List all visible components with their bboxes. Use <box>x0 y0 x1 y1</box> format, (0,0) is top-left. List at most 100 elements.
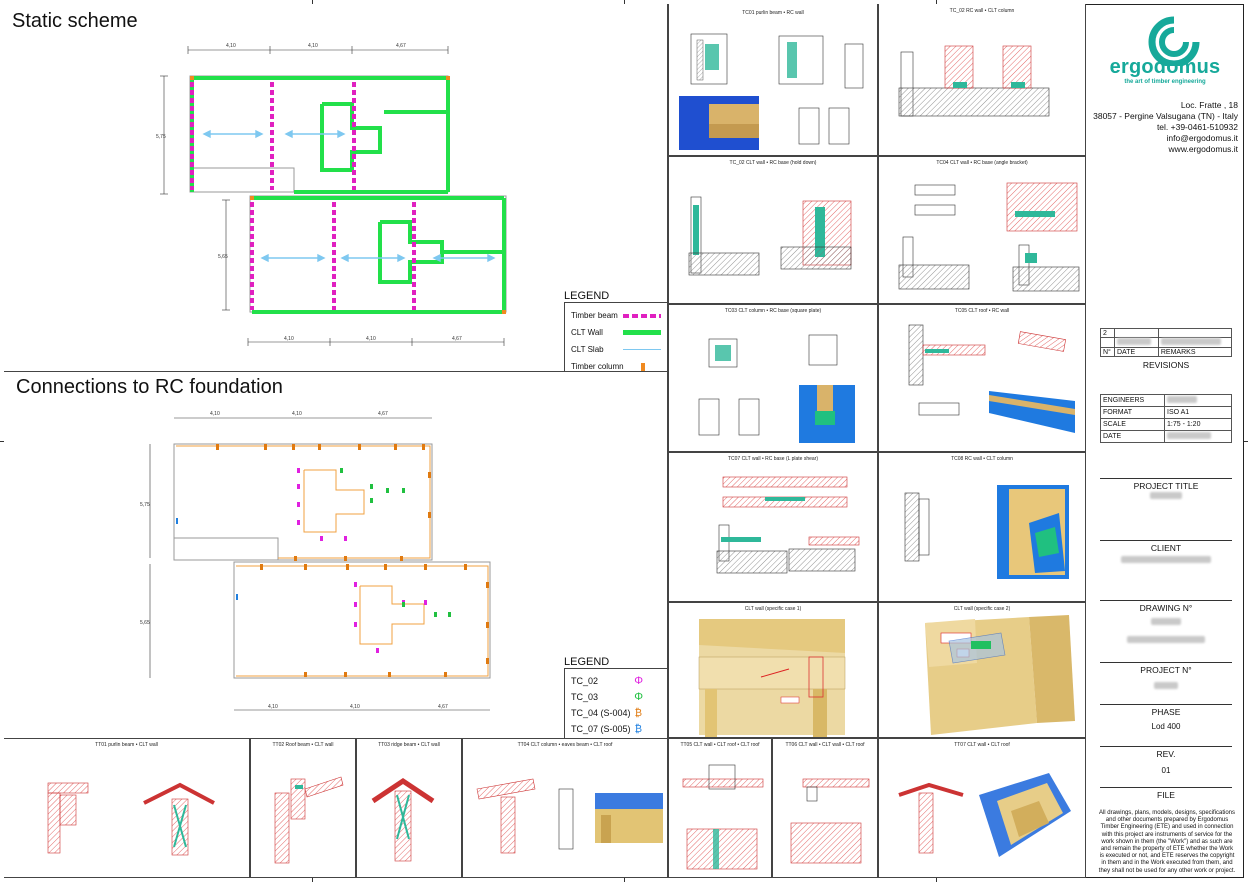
revisions-heading: REVISIONS <box>1142 360 1190 370</box>
conn-dim-bottom-1: 4,10 <box>268 704 278 710</box>
revision-date-blurred <box>1117 338 1151 345</box>
border-tick <box>624 0 625 4</box>
legend-box: Timber beam CLT Wall CLT Slab Timber col… <box>564 302 667 371</box>
project-number-value <box>1100 682 1232 691</box>
legend-item-timber-column: Timber column <box>571 358 661 371</box>
engineers-blurred <box>1167 396 1197 403</box>
static-scheme-legend: LEGEND Timber beam CLT Wall CLT Slab Tim… <box>564 290 667 371</box>
panel-tt04-drawing <box>476 778 663 854</box>
panel-tt02-drawing <box>274 776 344 864</box>
panel-tc07-drawing <box>716 476 860 574</box>
legend-item-clt-slab: CLT Slab <box>571 341 661 358</box>
drawing-number-label: DRAWING N° <box>1100 600 1232 613</box>
dim-left-1: 5,75 <box>156 134 166 140</box>
border-tick <box>936 878 937 882</box>
panel-tt07-drawing <box>898 773 1071 857</box>
panel-tc08-drawing <box>904 485 1069 579</box>
tc04-symbol-icon: ₿ <box>634 707 642 719</box>
rev-label: REV. <box>1100 746 1232 759</box>
clt-slab-arrow-icon <box>623 348 661 351</box>
title-block: ergodomus the art of timber engineering … <box>1085 4 1244 878</box>
panel-tt01: TT01 purlin beam • CLT wall <box>4 738 250 878</box>
company-name: ergodomus <box>1109 56 1221 78</box>
legend-item-tc07: TC_07 (S-005)₿ <box>571 723 642 735</box>
panel-specific-case-1-render <box>698 619 846 737</box>
panel-tt05: TT05 CLT wall • CLT roof • CLT roof <box>668 738 772 878</box>
clt-wall-swatch <box>623 330 661 335</box>
ergodomus-logo-icon <box>1148 16 1200 66</box>
connections-plan: 4,10 4,10 4,67 5,75 5,65 4,10 4,10 4,67 <box>140 411 491 711</box>
dim-bottom-3: 4,67 <box>452 336 462 342</box>
conn-dim-top-2: 4,10 <box>292 411 302 417</box>
panel-tc05-drawing <box>908 324 1075 433</box>
legend2-heading: LEGEND <box>564 656 610 668</box>
dim-left-2: 5,65 <box>218 254 228 260</box>
panel-tt03-drawing <box>371 777 435 862</box>
project-title-value <box>1100 492 1232 501</box>
panel-tt04: TT04 CLT column • eaves beam • CLT roof <box>462 738 668 878</box>
panel-tt06: TT06 CLT wall • CLT wall • CLT roof <box>772 738 878 878</box>
panel-specific-case-1: CLT wall (specific case 1) <box>668 602 878 738</box>
tc07-symbol-icon: ₿ <box>634 723 642 735</box>
dim-bottom-1: 4,10 <box>284 336 294 342</box>
tc03-symbol-icon: Φ <box>634 691 643 703</box>
legend-heading: LEGEND <box>564 290 610 302</box>
static-scheme-title: Static scheme <box>12 10 138 32</box>
conn-dim-bottom-2: 4,10 <box>350 704 360 710</box>
connections-title: Connections to RC foundation <box>16 376 283 398</box>
revision-remarks-blurred <box>1160 338 1221 345</box>
panel-specific-case-2-render <box>925 615 1075 735</box>
panel-tc03-drawing <box>698 334 855 443</box>
panel-specific-case-2: CLT wall (specific case 2) <box>878 602 1085 738</box>
conn-dim-top-3: 4,67 <box>378 411 388 417</box>
panel-tc05: TC05 CLT roof • RC wall <box>878 304 1085 452</box>
panel-tc08: TC08 RC wall • CLT column <box>878 452 1085 602</box>
border-tick <box>1244 441 1248 442</box>
timber-column-swatch <box>641 362 645 371</box>
connections-frame: Connections to RC foundation <box>4 372 668 738</box>
project-title-label: PROJECT TITLE <box>1100 478 1232 491</box>
panel-tt01-drawing <box>47 782 215 856</box>
panel-tt03: TT03 ridge beam • CLT wall <box>356 738 462 878</box>
legend-item-timber-beam: Timber beam <box>571 307 661 324</box>
static-scheme-plan: 4,10 4,10 4,67 5,75 5,65 4,10 4,10 4,67 <box>156 43 507 346</box>
border-tick <box>0 441 4 442</box>
dim-top-3: 4,67 <box>396 43 406 49</box>
file-label: FILE <box>1100 787 1232 800</box>
conn-dim-left-1: 5,75 <box>140 502 150 508</box>
timber-beam-swatch <box>623 313 661 318</box>
static-scheme-frame: Static scheme <box>4 4 668 372</box>
dim-top-2: 4,10 <box>308 43 318 49</box>
rev-value: 01 <box>1161 766 1171 775</box>
panel-tc01: TC01 purlin beam • RC wall <box>668 4 878 156</box>
border-tick <box>312 878 313 882</box>
panel-tt02: TT02 Roof beam • CLT wall <box>250 738 356 878</box>
date-blurred <box>1167 432 1211 439</box>
phase-label: PHASE <box>1100 704 1232 717</box>
panel-tc01-drawing <box>679 33 864 150</box>
company-tagline: the art of timber engineering <box>1124 79 1206 85</box>
legend-item-clt-wall: CLT Wall <box>571 324 661 341</box>
drawing-number-value <box>1100 618 1232 627</box>
panel-tt07: TT07 CLT wall • CLT roof <box>878 738 1085 878</box>
panel-tc04: TC04 CLT wall • RC base (angle bracket) <box>878 156 1085 304</box>
copyright-disclaimer: All drawings, plans, models, designs, sp… <box>1098 810 1236 874</box>
border-tick <box>936 0 937 4</box>
panel-tc02b: TC_02 CLT wall • RC base (hold down) <box>668 156 878 304</box>
dim-top-1: 4,10 <box>226 43 236 49</box>
conn-dim-top-1: 4,10 <box>210 411 220 417</box>
dim-bottom-2: 4,10 <box>366 336 376 342</box>
panel-tt06-drawing <box>790 778 870 864</box>
border-tick <box>312 0 313 4</box>
panel-tc03: TC03 CLT column • RC base (square plate) <box>668 304 878 452</box>
panel-tc02: TC_02 RC wall • CLT column <box>878 4 1085 156</box>
panel-tc04-drawing <box>898 182 1080 292</box>
drawing-number-value-2 <box>1100 636 1232 645</box>
panel-tc02-drawing <box>898 45 1050 117</box>
company-address: Loc. Fratte , 18 38057 - Pergine Valsuga… <box>1093 100 1238 154</box>
legend-item-tc04: TC_04 (S-004)₿ <box>571 707 642 719</box>
